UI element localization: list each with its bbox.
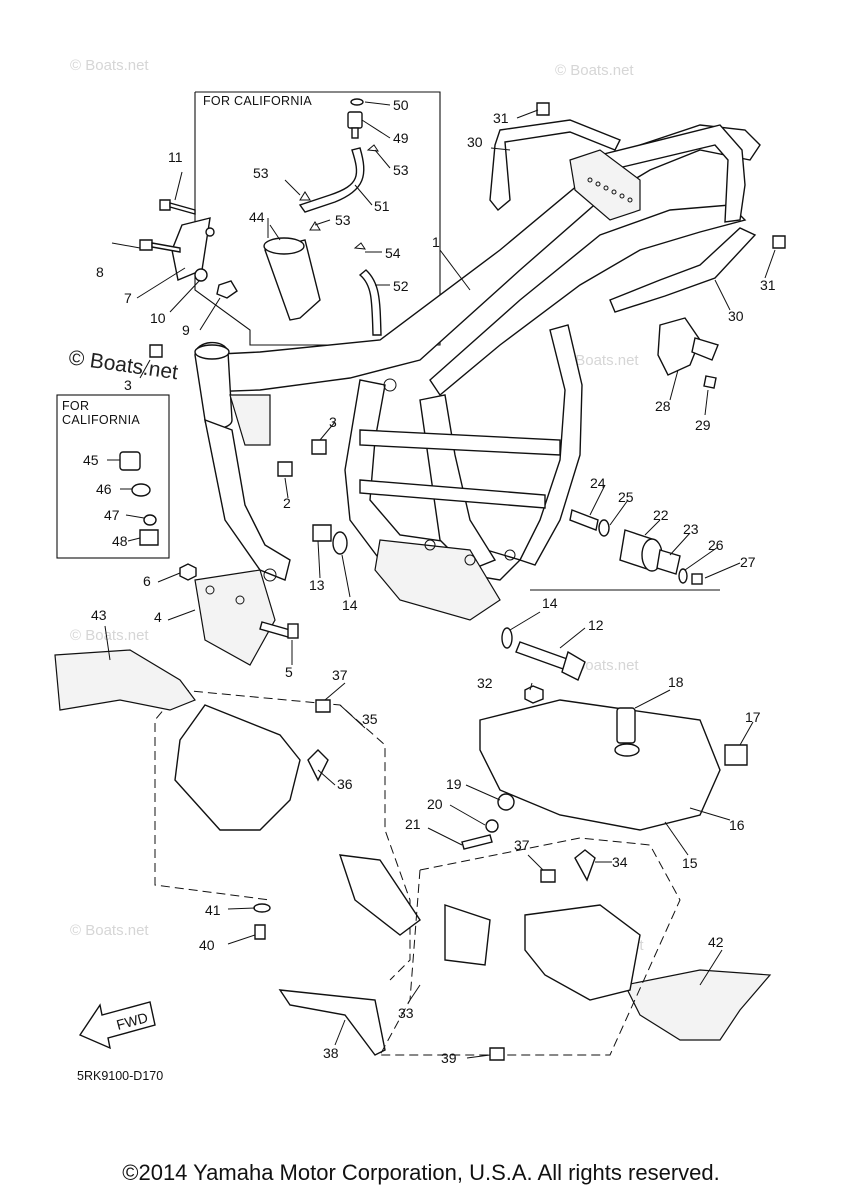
callout-30: 30	[467, 134, 483, 150]
callout-13: 13	[309, 577, 325, 593]
california-box-left: FOR CALIFORNIA	[56, 394, 170, 559]
callout-3: 3	[124, 377, 132, 393]
callout-18: 18	[668, 674, 684, 690]
callout-3b: 3	[329, 414, 337, 430]
callout-37b: 37	[514, 837, 530, 853]
canister-parts	[263, 98, 382, 336]
callout-7: 7	[124, 290, 132, 306]
callout-22: 22	[653, 507, 669, 523]
callout-49: 49	[393, 130, 409, 146]
callout-16: 16	[729, 817, 745, 833]
brace-holes	[587, 177, 633, 203]
callout-36: 36	[337, 776, 353, 792]
front-mount-parts	[139, 199, 327, 666]
callout-4: 4	[154, 609, 162, 625]
callout-2: 2	[283, 495, 291, 511]
lower-assemblies	[54, 649, 772, 1061]
callout-46: 46	[96, 481, 112, 497]
watermark: © Boats.net	[70, 922, 149, 939]
callout-6: 6	[143, 573, 151, 589]
box-label-line1: FOR	[62, 399, 89, 413]
callout-38: 38	[323, 1045, 339, 1061]
callout-51: 51	[374, 198, 390, 214]
callout-42: 42	[708, 934, 724, 950]
diagram-code: 5RK9100-D170	[77, 1069, 163, 1083]
callout-14b: 14	[542, 595, 558, 611]
callout-31: 31	[493, 110, 509, 126]
callout-11: 11	[168, 149, 183, 165]
callout-35: 35	[362, 711, 378, 727]
california-box-upper: FOR CALIFORNIA	[194, 91, 441, 346]
callout-34: 34	[612, 854, 628, 870]
callout-12: 12	[588, 617, 604, 633]
callout-32: 32	[477, 675, 493, 691]
callout-8: 8	[96, 264, 104, 280]
callout-25: 25	[618, 489, 634, 505]
callout-41: 41	[205, 902, 221, 918]
callout-19: 19	[446, 776, 462, 792]
fwd-arrow: FWD	[78, 1001, 156, 1050]
callout-43: 43	[91, 607, 107, 623]
callout-21: 21	[405, 816, 421, 832]
callout-24: 24	[590, 475, 606, 491]
watermark: © Boats.net	[70, 57, 149, 74]
callout-9: 9	[182, 322, 190, 338]
callout-23: 23	[683, 521, 699, 537]
callout-54: 54	[385, 245, 401, 261]
callout-26: 26	[708, 537, 724, 553]
fwd-label: FWD	[115, 1009, 150, 1033]
california-left-parts	[119, 451, 159, 546]
callout-10: 10	[150, 310, 166, 326]
callout-33: 33	[398, 1005, 414, 1021]
box-label-line2: CALIFORNIA	[62, 413, 140, 427]
callout-37: 37	[332, 667, 348, 683]
watermark: © Boats.net	[555, 62, 634, 79]
callout-31b: 31	[760, 277, 776, 293]
callout-5: 5	[285, 664, 293, 680]
bracket-28	[657, 317, 719, 389]
callout-28: 28	[655, 398, 671, 414]
callout-48: 48	[112, 533, 128, 549]
callout-17: 17	[745, 709, 761, 725]
callout-27: 27	[740, 554, 756, 570]
callout-39: 39	[441, 1050, 457, 1066]
mount-parts	[312, 509, 703, 681]
callout-53: 53	[253, 165, 269, 181]
callout-numbers: 1 2 3 3 4 5 6 7 8 9 10 11 12 13 14 14 15…	[83, 97, 776, 1066]
callout-30b: 30	[728, 308, 744, 324]
callout-40: 40	[199, 937, 215, 953]
callout-50: 50	[393, 97, 409, 113]
watermark: © Boats.net	[560, 352, 639, 369]
callout-29: 29	[695, 417, 711, 433]
watermark: © Boats.net	[70, 627, 149, 644]
callout-20: 20	[427, 796, 443, 812]
main-frame	[194, 124, 761, 621]
callout-45: 45	[83, 452, 99, 468]
callout-14: 14	[342, 597, 358, 613]
callout-47: 47	[104, 507, 120, 523]
callout-53b: 53	[335, 212, 351, 228]
rear-bars	[489, 102, 786, 313]
callout-44: 44	[249, 209, 265, 225]
callout-15: 15	[682, 855, 698, 871]
box-label: FOR CALIFORNIA	[203, 94, 312, 108]
copyright-notice: ©2014 Yamaha Motor Corporation, U.S.A. A…	[122, 1160, 720, 1185]
leader-lines	[104, 101, 776, 1059]
callout-53c: 53	[393, 162, 409, 178]
callout-1: 1	[432, 234, 440, 250]
callout-52: 52	[393, 278, 409, 294]
